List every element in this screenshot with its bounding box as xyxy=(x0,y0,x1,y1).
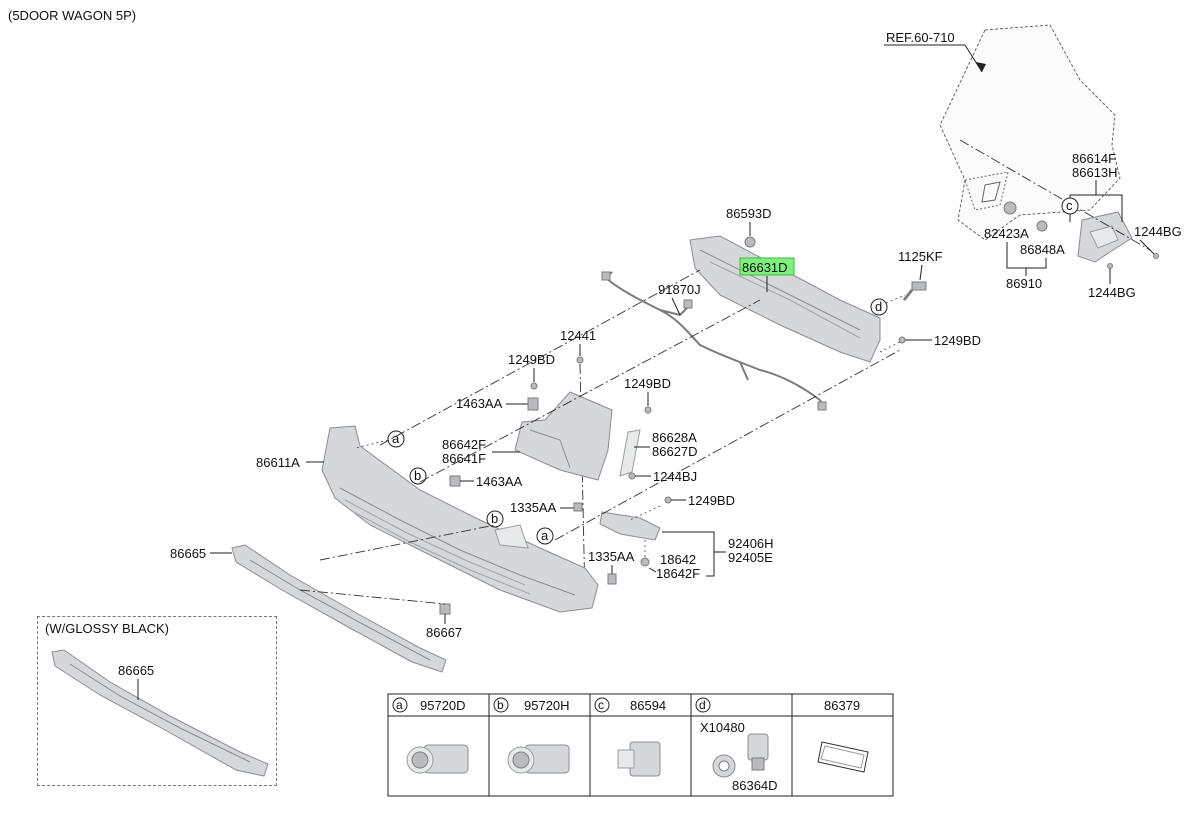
legend-part-b: 95720H xyxy=(524,698,570,713)
holder-86594 xyxy=(617,741,661,777)
callout-d-letter: d xyxy=(875,299,882,314)
page-title: (5DOOR WAGON 5P) xyxy=(8,8,136,23)
part-label-92405E: 92405E xyxy=(728,550,773,565)
legend-part-X10480: X10480 xyxy=(700,720,745,735)
part-label-1244BJ: 1244BJ xyxy=(653,469,697,484)
glossy-garnish-strip xyxy=(51,649,269,777)
glossy-black-variant-box xyxy=(37,616,277,786)
glossy-part-label-86665: 86665 xyxy=(118,663,154,678)
callout-a-lower-letter: a xyxy=(541,528,549,543)
part-label-86631D: 86631D xyxy=(742,260,788,275)
legend-header-a: a 95720D xyxy=(392,697,466,713)
bumper-cover xyxy=(321,425,599,613)
ref-label: REF.60-710 xyxy=(886,30,955,45)
part-label-1335AA-a: 1335AA xyxy=(510,500,557,515)
part-label-1249BD-a: 1249BD xyxy=(934,333,981,348)
legend-part-86364D: 86364D xyxy=(732,778,778,793)
part-label-1244BG-b: 1244BG xyxy=(1088,285,1136,300)
lamp-bezel xyxy=(599,511,661,541)
legend-part-a: 95720D xyxy=(420,698,466,713)
legend-key-d: d xyxy=(699,698,706,712)
side-bracket xyxy=(1077,211,1133,263)
legend-key-b: b xyxy=(497,698,504,712)
callout-b-lower-letter: b xyxy=(491,511,498,526)
part-label-86628A: 86628A xyxy=(652,430,697,445)
part-label-86665: 86665 xyxy=(170,546,206,561)
part-label-92406H: 92406H xyxy=(728,536,774,551)
nut-86593D xyxy=(744,236,756,248)
part-label-86910: 86910 xyxy=(1006,276,1042,291)
part-label-86611A: 86611A xyxy=(256,455,300,470)
lower-garnish-strip xyxy=(231,544,447,673)
part-label-1463AA-a: 1463AA xyxy=(456,396,503,411)
legend-part-86379: 86379 xyxy=(824,698,860,713)
part-label-1463AA-b: 1463AA xyxy=(476,474,523,489)
callout-c-letter: c xyxy=(1066,198,1073,213)
part-label-82423A: 82423A xyxy=(984,226,1029,241)
part-label-86848A: 86848A xyxy=(1020,242,1065,257)
legend-header-c: c 86594 xyxy=(594,697,666,713)
callout-a-upper xyxy=(387,430,405,448)
clip-1463AA-b xyxy=(449,475,461,487)
energy-absorber xyxy=(689,235,881,363)
clip-86667 xyxy=(439,603,451,615)
part-label-86613H: 86613H xyxy=(1072,165,1118,180)
side-lower-bracket xyxy=(514,391,613,481)
part-label-1249BD-c: 1249BD xyxy=(624,376,671,391)
part-label-1249BD-b: 1249BD xyxy=(508,352,555,367)
part-label-18642: 18642 xyxy=(660,552,696,567)
part-label-86627D: 86627D xyxy=(652,444,698,459)
clip-1463AA-a xyxy=(527,397,539,411)
callout-a-upper-letter: a xyxy=(392,431,400,446)
highlighted-part-box xyxy=(739,257,795,276)
pad-86379 xyxy=(817,741,869,773)
part-label-1335AA-b: 1335AA xyxy=(588,549,635,564)
callout-d xyxy=(870,298,888,316)
bolt-1125KF xyxy=(902,281,927,301)
part-label-86614F: 86614F xyxy=(1072,151,1116,166)
callout-b-upper xyxy=(409,467,427,485)
holder-d-parts xyxy=(712,733,769,778)
clip-82423A xyxy=(1003,201,1017,215)
part-label-18642F: 18642F xyxy=(656,566,700,581)
part-label-91870J: 91870J xyxy=(658,282,701,297)
legend-header-b: b 95720H xyxy=(493,697,570,713)
sensor-95720H xyxy=(507,744,570,774)
side-garnish-strip xyxy=(619,429,641,477)
part-label-86667: 86667 xyxy=(426,625,462,640)
part-label-1244BG-a: 1244BG xyxy=(1134,224,1182,239)
legend-part-c: 86594 xyxy=(630,698,666,713)
callout-c xyxy=(1061,197,1079,215)
sensor-95720D xyxy=(406,744,469,774)
fender-reference-outline xyxy=(939,24,1121,241)
part-label-1249BD-d: 1249BD xyxy=(688,493,735,508)
glossy-box-title: (W/GLOSSY BLACK) xyxy=(45,621,169,636)
callout-a-lower xyxy=(536,527,554,545)
clip-86848A xyxy=(1036,220,1048,232)
legend-key-a: a xyxy=(396,698,403,712)
part-label-86642F: 86642F xyxy=(442,437,486,452)
callout-b-upper-letter: b xyxy=(414,468,421,483)
part-label-1125KF: 1125KF xyxy=(898,249,943,264)
legend-key-c: c xyxy=(598,698,604,712)
callout-b-lower xyxy=(486,510,504,528)
legend-header-d: d xyxy=(695,697,711,713)
legend-table xyxy=(387,693,894,797)
part-label-86593D: 86593D xyxy=(726,206,772,221)
